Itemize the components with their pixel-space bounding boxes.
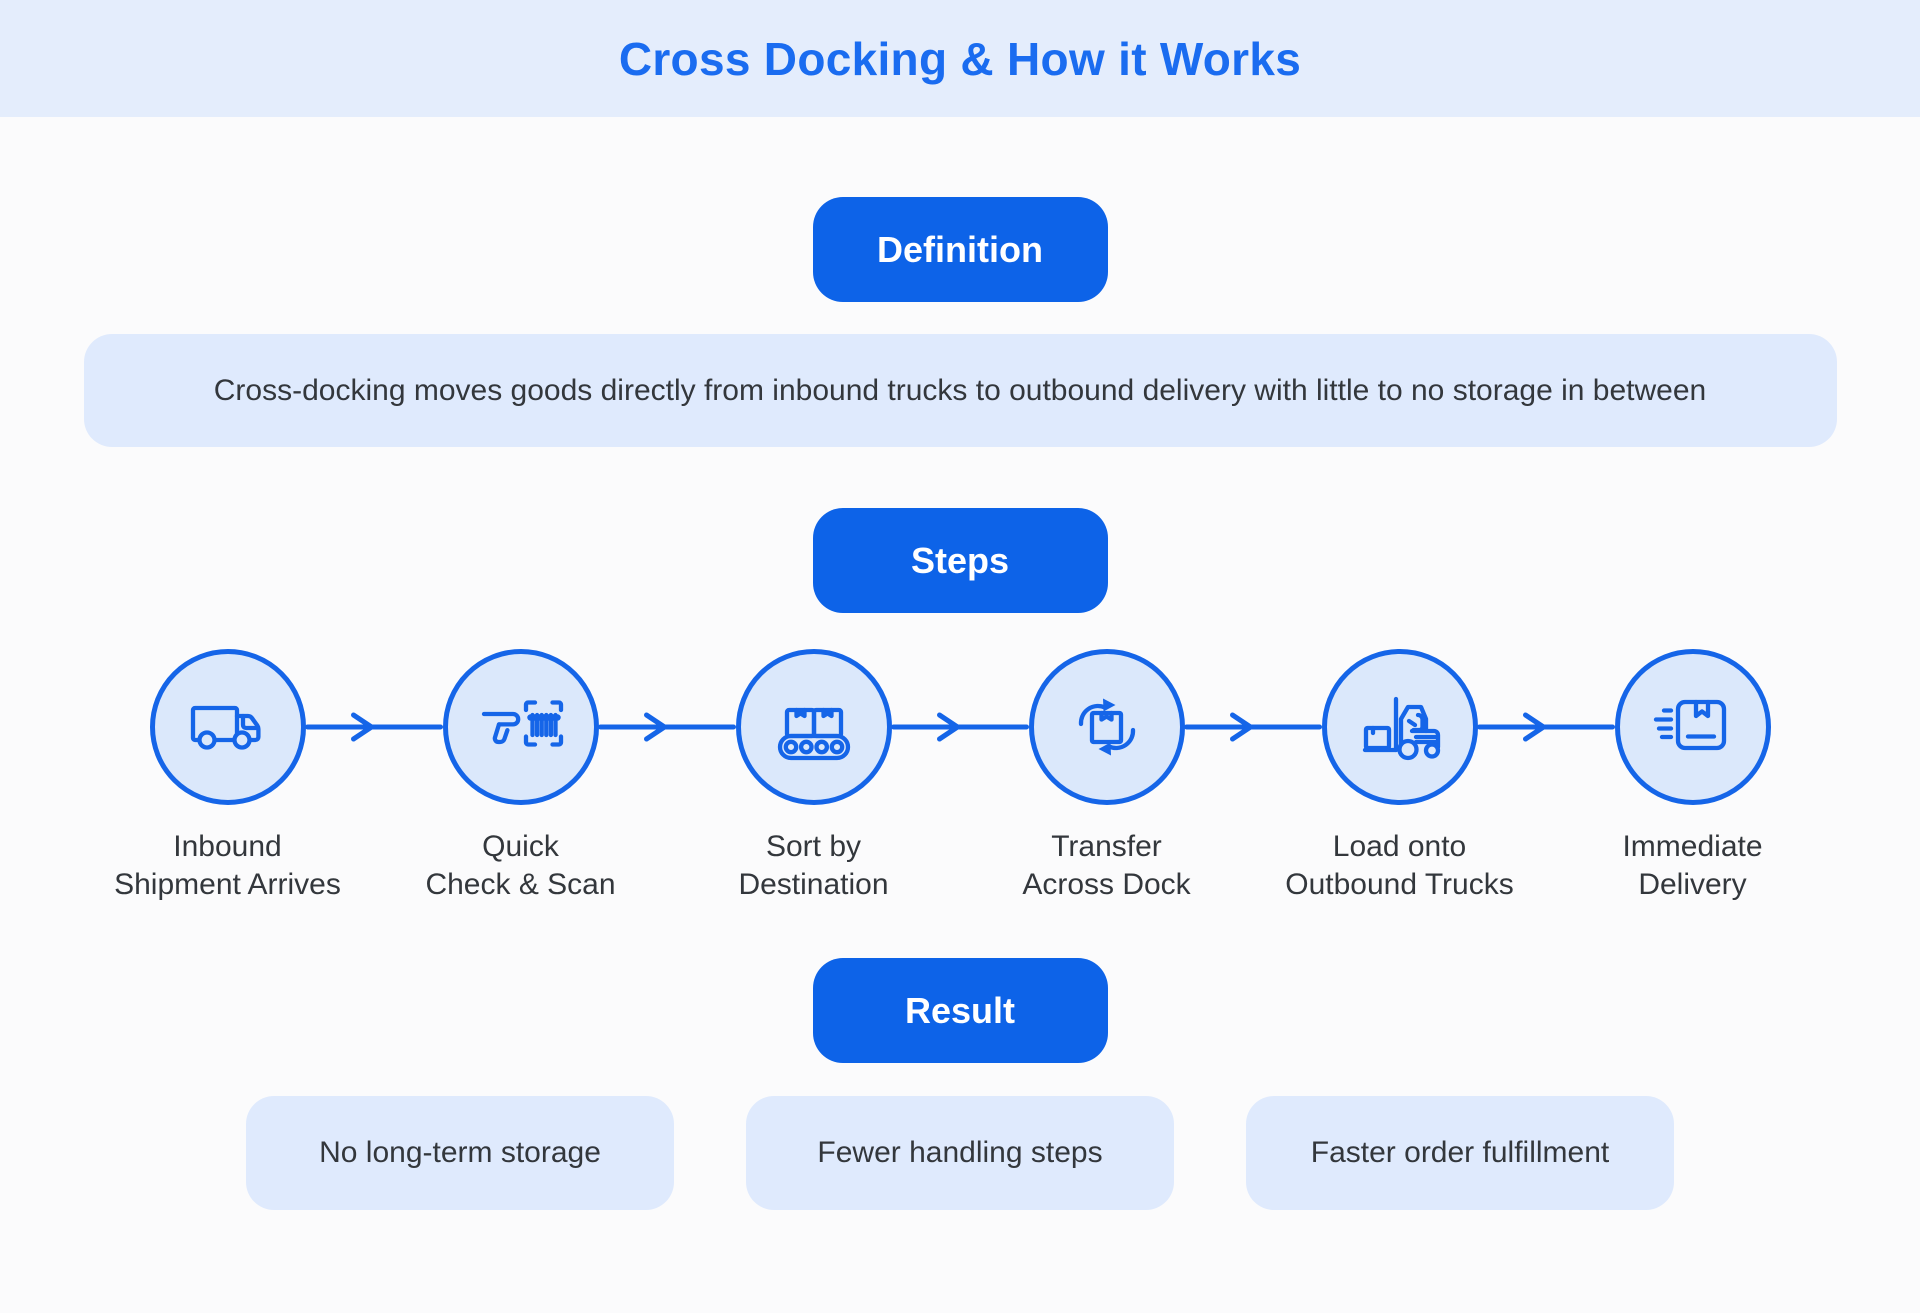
step-label: Inbound Shipment Arrives	[114, 830, 341, 901]
result-box-no-storage: No long-term storage	[246, 1096, 674, 1210]
step-inbound-shipment: Inbound Shipment Arrives	[81, 649, 374, 904]
steps-flow: Inbound Shipment Arrives Quick	[81, 649, 1839, 904]
results-row: No long-term storage Fewer handling step…	[0, 1096, 1920, 1210]
step-label: Transfer Across Dock	[1022, 830, 1191, 901]
definition-badge: Definition	[812, 197, 1108, 302]
truck-icon	[190, 705, 261, 750]
step-label: Load onto Outbound Trucks	[1285, 830, 1514, 901]
result-badge: Result	[812, 958, 1108, 1063]
result-box-faster-fulfillment: Faster order fulfillment	[1246, 1096, 1674, 1210]
step-circle	[442, 649, 599, 805]
step-label: Immediate Delivery	[1622, 830, 1763, 901]
forklift-icon	[1362, 696, 1440, 761]
step-load-outbound-trucks: Load onto Outbound Trucks	[1253, 649, 1546, 904]
definition-text: Cross-docking moves goods directly from …	[213, 373, 1707, 407]
steps-badge-label: Steps	[910, 539, 1010, 581]
step-label: Quick Check & Scan	[425, 830, 616, 901]
step-transfer-across-dock: Transfer Across Dock	[960, 649, 1253, 904]
page-title: Cross Docking & How it Works	[618, 32, 1302, 85]
steps-badge: Steps	[812, 508, 1108, 613]
flow-arrows	[305, 712, 1615, 742]
step-circle	[149, 649, 306, 805]
step-immediate-delivery: Immediate Delivery	[1546, 649, 1839, 904]
step-sort-by-destination: Sort by Destination	[667, 649, 960, 904]
step-quick-check-scan: Quick Check & Scan	[374, 649, 667, 904]
transfer-arrows-icon	[1078, 698, 1135, 756]
delivery-box-icon	[1653, 699, 1726, 751]
step-circle	[735, 649, 892, 805]
step-circle	[1321, 649, 1478, 805]
definition-badge-label: Definition	[877, 228, 1043, 270]
result-box-fewer-steps: Fewer handling steps	[746, 1096, 1174, 1210]
barcode-scanner-icon	[481, 700, 563, 747]
conveyor-icon	[777, 707, 850, 761]
definition-panel: Cross-docking moves goods directly from …	[83, 334, 1837, 447]
header-bar: Cross Docking & How it Works	[0, 0, 1920, 117]
step-circle	[1028, 649, 1185, 805]
step-label: Sort by Destination	[738, 830, 889, 901]
step-circle	[1614, 649, 1771, 805]
result-badge-label: Result	[904, 989, 1016, 1031]
